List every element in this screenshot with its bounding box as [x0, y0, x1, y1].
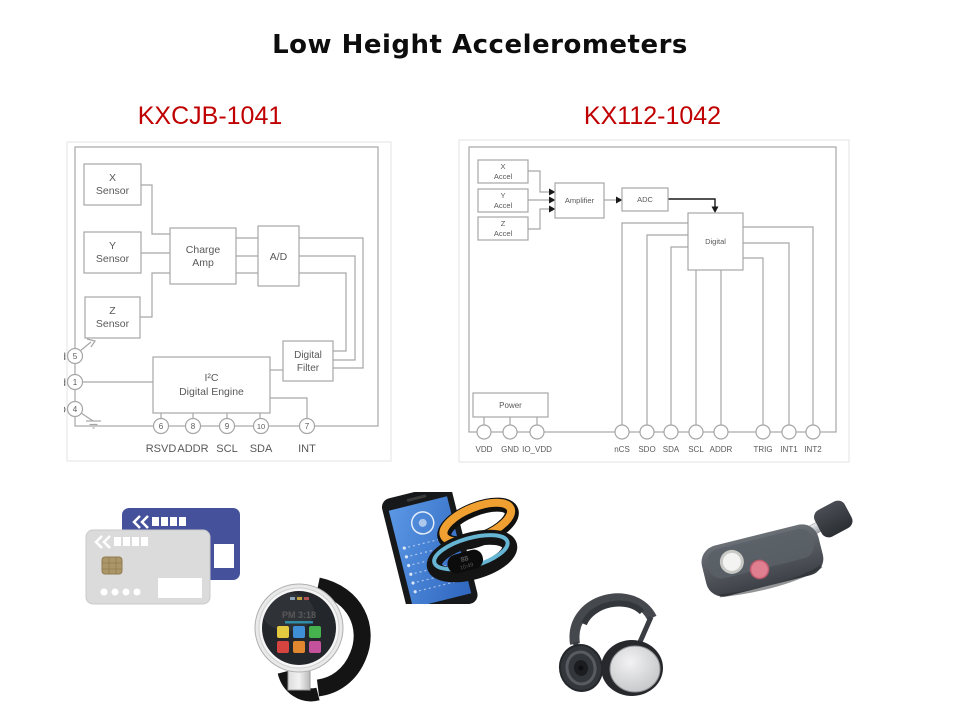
part-number-kx112: KX112-1042: [583, 102, 722, 130]
card-chip: [101, 556, 123, 575]
kx112-block-z-accel: Z Accel: [477, 216, 529, 241]
kx112-bottom-pins: VDD GND IO_VDD nCS SDO SDA SCL ADDR TRIG…: [476, 424, 822, 454]
watch-app-tiles: [277, 626, 321, 653]
part-number-kxcjb: KXCJB-1041: [137, 102, 283, 130]
svg-text:X: X: [109, 172, 116, 184]
vdd-switch-symbol: [79, 338, 96, 352]
kxcjb-side-pins: 5 Vdd 1 IO Vdd 4 GND: [64, 347, 84, 418]
svg-text:Digital Engine: Digital Engine: [179, 386, 244, 398]
svg-text:Sensor: Sensor: [96, 318, 130, 330]
kxcjb-bottom-pins: 6 8 9 10 7 RSVD ADDR SCL SDA INT: [146, 417, 316, 455]
headphone-left-cup: [558, 644, 604, 692]
kx112-block-digital: Digital: [687, 212, 744, 271]
kxcjb-block-digital-filter: Digital Filter: [282, 340, 334, 382]
pin-label: GND: [64, 404, 66, 416]
svg-text:Digital: Digital: [294, 350, 322, 361]
pin-label: nCS: [614, 445, 630, 454]
kx112-block-amplifier: Amplifier: [554, 182, 605, 219]
pin-number: 7: [305, 422, 310, 431]
svg-text:Amp: Amp: [192, 257, 214, 269]
kxcjb-block-charge-amp: Charge Amp: [169, 227, 237, 285]
pin-label: RSVD: [146, 443, 177, 455]
pin-label: SDA: [663, 445, 680, 454]
svg-text:Accel: Accel: [494, 172, 513, 181]
headphone-right-cup: [601, 640, 663, 696]
pin-label: IO Vdd: [64, 377, 66, 389]
pin-label: IO_VDD: [522, 445, 552, 454]
pin-label: ADDR: [710, 445, 733, 454]
kxcjb-wires: [82, 184, 364, 418]
svg-text:Sensor: Sensor: [96, 253, 130, 265]
pin-number: 4: [73, 405, 78, 414]
kxcjb-block-y-sensor: Y Sensor: [83, 231, 142, 274]
svg-text:Z: Z: [501, 219, 506, 228]
svg-text:Z: Z: [109, 305, 116, 317]
pin-number: 1: [73, 378, 78, 387]
kxcjb-block-z-sensor: Z Sensor: [84, 296, 141, 339]
pin-label: SCL: [216, 443, 237, 455]
kx112-block-x-accel: X Accel: [477, 159, 529, 184]
slide-title: Low Height Accelerometers: [272, 30, 688, 60]
fob-button-pink: [749, 559, 770, 580]
pin-label: ADDR: [177, 443, 208, 455]
svg-text:Sensor: Sensor: [96, 185, 130, 197]
pin-label: SDA: [250, 443, 273, 455]
svg-text:Charge: Charge: [186, 244, 221, 256]
pin-label: INT: [298, 443, 316, 455]
band-display-top: 88: [460, 555, 470, 564]
smartwatch-image: PM 3:18: [254, 577, 371, 702]
kxcjb-block-i2c-digital-engine: I²C Digital Engine: [152, 356, 271, 414]
watch-time: PM 3:18: [282, 610, 316, 620]
svg-text:ADC: ADC: [637, 195, 653, 204]
kx112-block-power: Power: [472, 392, 549, 418]
pin-label: TRIG: [753, 445, 772, 454]
phone-with-fitness-bands-image: 88 10:49: [381, 492, 519, 604]
svg-text:Y: Y: [500, 191, 505, 200]
band-display-bottom: 10:49: [459, 562, 474, 572]
kx112-block-diagram: X Accel Y Accel Z Accel Amplifier ADC Di…: [458, 139, 850, 463]
kxcjb-block-ad-converter: A/D: [257, 225, 300, 287]
pin-label: SCL: [688, 445, 704, 454]
svg-text:Amplifier: Amplifier: [565, 196, 595, 205]
kx112-block-y-accel: Y Accel: [477, 188, 529, 213]
pin-number: 5: [73, 352, 78, 361]
blue-fitness-band: 88 10:49: [426, 529, 518, 583]
svg-text:X: X: [500, 162, 505, 171]
headphones-image: [558, 593, 663, 696]
kxcjb-block-diagram: X Sensor Y Sensor Z Sensor Charge Amp A/…: [64, 141, 392, 462]
svg-text:Accel: Accel: [494, 229, 513, 238]
svg-text:Accel: Accel: [494, 201, 513, 210]
pin-label: VDD: [476, 445, 493, 454]
kx112-wires: [483, 170, 814, 425]
svg-text:A/D: A/D: [270, 251, 288, 263]
fob-body: [701, 524, 824, 598]
pin-number: 9: [225, 422, 230, 431]
car-key-fob-image: [701, 500, 853, 598]
kx112-block-adc: ADC: [621, 187, 669, 212]
pin-number: 6: [159, 422, 164, 431]
pin-label: INT1: [780, 445, 798, 454]
svg-text:Digital: Digital: [705, 237, 726, 246]
svg-text:Filter: Filter: [297, 363, 320, 374]
pin-number: 8: [191, 422, 196, 431]
ground-symbol: [80, 412, 101, 429]
pin-label: SDO: [638, 445, 655, 454]
pin-label: Vdd: [64, 351, 66, 363]
pin-label: INT2: [804, 445, 822, 454]
pin-label: GND: [501, 445, 519, 454]
pin-number: 10: [257, 422, 265, 431]
smart-cards-image: [85, 508, 240, 605]
svg-text:I²C: I²C: [205, 372, 219, 384]
svg-text:Y: Y: [109, 240, 116, 252]
kxcjb-block-x-sensor: X Sensor: [83, 163, 142, 206]
svg-text:Power: Power: [499, 401, 522, 410]
